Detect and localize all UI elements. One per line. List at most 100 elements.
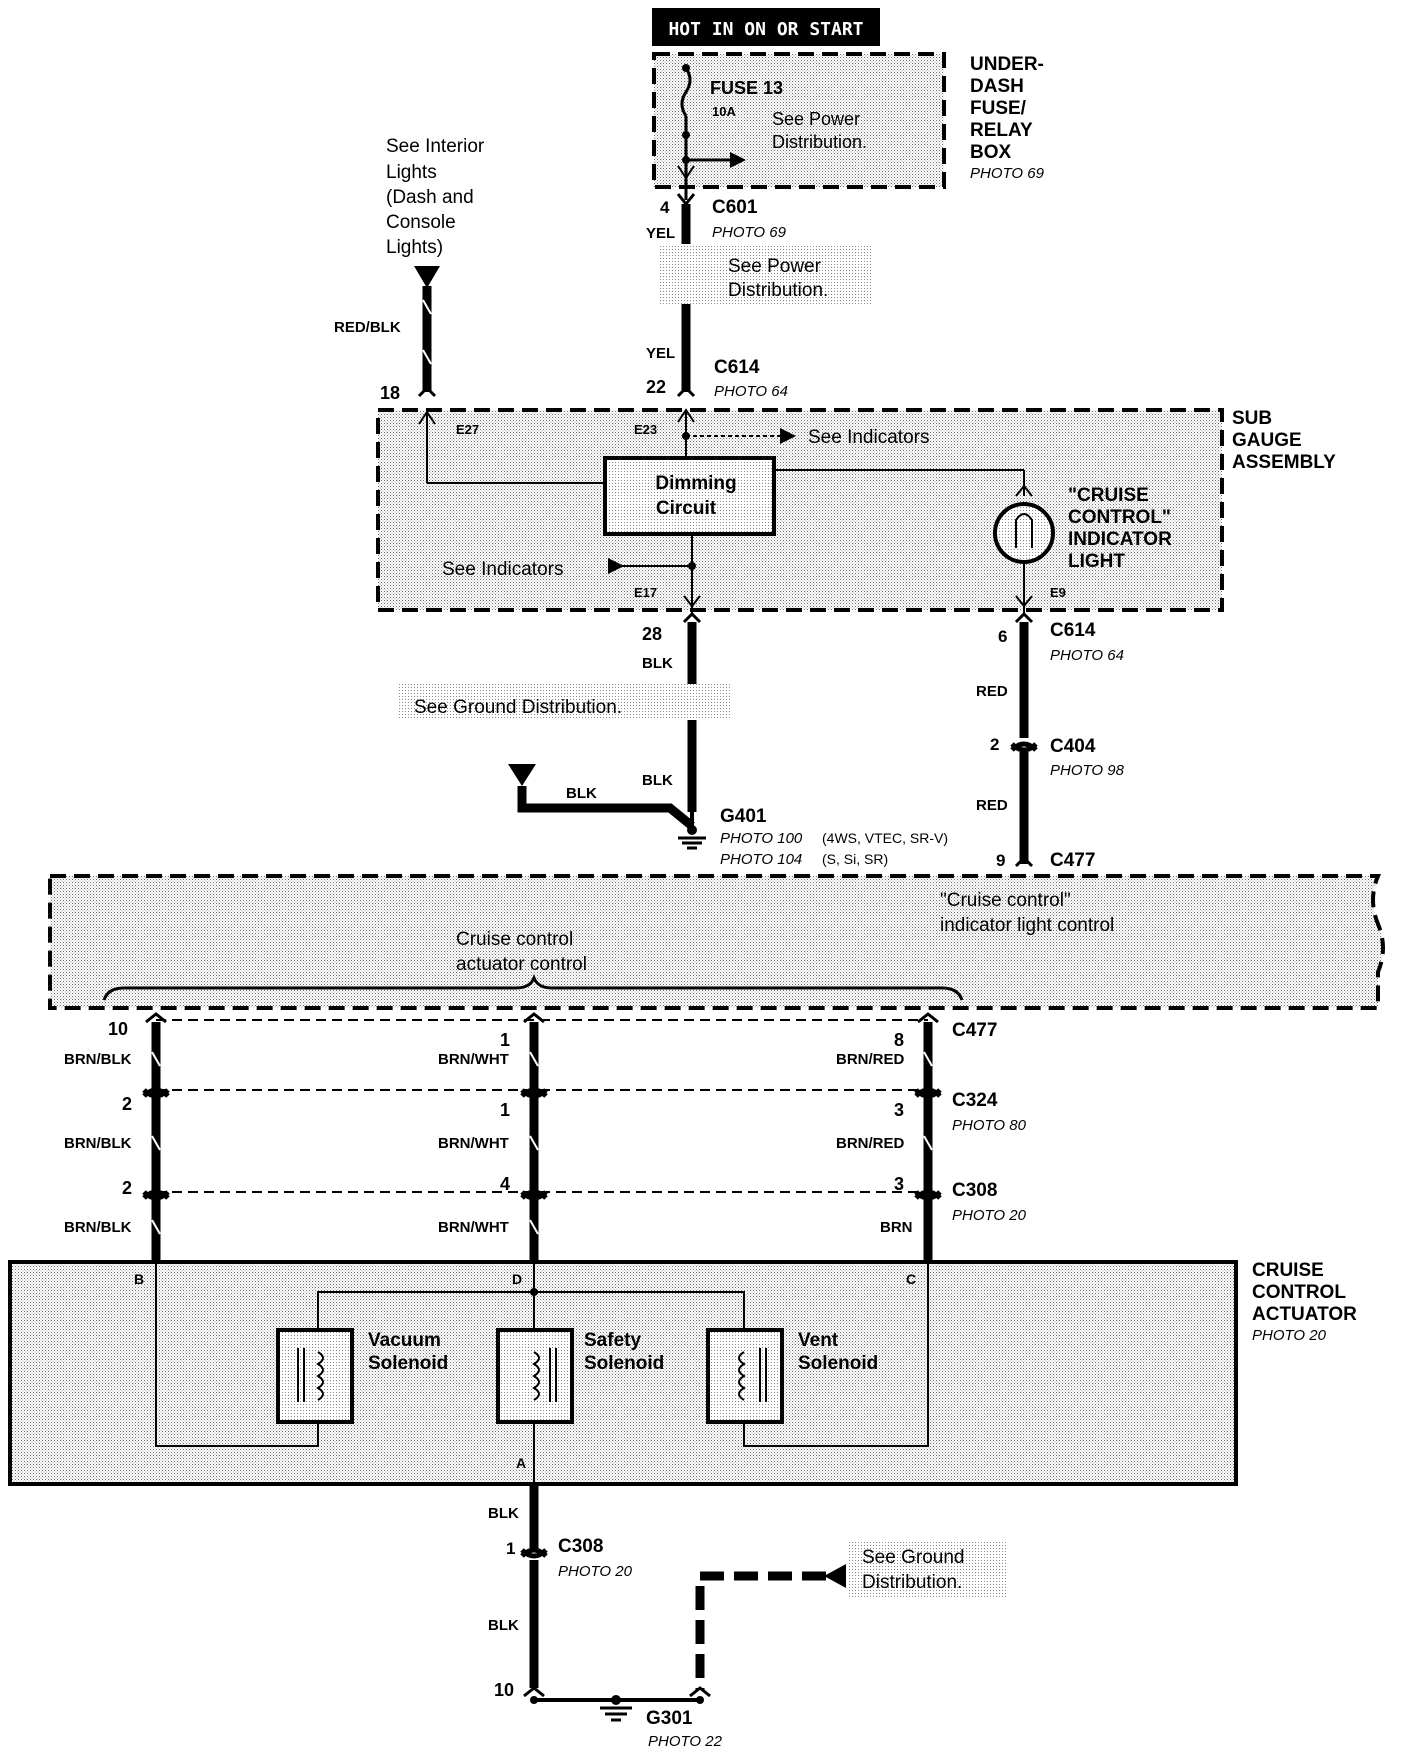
power-note-line-1: See Power (728, 256, 822, 277)
c601-wire-color: YEL (646, 225, 675, 242)
actuator-name-3: ACTUATOR (1252, 1304, 1357, 1325)
fuse-rating: 10A (712, 104, 736, 119)
term-c: C (906, 1271, 916, 1287)
left-wire-1: BRN/BLK (64, 1051, 132, 1068)
bottom-c308-label: C308 (558, 1536, 603, 1557)
bottom-ground-note-2: Distribution. (862, 1572, 962, 1593)
see-indicators-left: See Indicators (442, 559, 563, 580)
fuse-note-line-1: See Power (772, 109, 860, 129)
sub-gauge-assembly: SUB GAUGE ASSEMBLY See Indicators E27 E2… (376, 408, 1336, 616)
interior-lights-line-3: (Dash and (386, 187, 474, 208)
left-pin-c324: 2 (122, 1094, 132, 1114)
fuse-box-photo: PHOTO 69 (970, 165, 1045, 182)
right-c614-label: C614 (1050, 620, 1096, 641)
right-wire-1-lower: BRN/RED (836, 1051, 905, 1068)
actuator-name-2: CONTROL (1252, 1282, 1346, 1303)
mid-wire-3: BRN/WHT (438, 1219, 509, 1236)
indicator-control-line-1: "Cruise control" (940, 890, 1071, 911)
vent-line-1: Vent (798, 1330, 839, 1351)
light-line-4: LIGHT (1068, 551, 1125, 572)
bottom-wire-1: BLK (488, 1505, 519, 1522)
hot-in-on-or-start-label: HOT IN ON OR START (652, 8, 880, 46)
c404-label: C404 (1050, 736, 1096, 757)
light-line-3: INDICATOR (1068, 529, 1172, 550)
indicator-control-line-2: indicator light control (940, 915, 1114, 936)
sub-gauge-name-1: SUB (1232, 408, 1272, 429)
g401-pin-28: 28 (642, 624, 662, 644)
safety-line-1: Safety (584, 1330, 641, 1351)
safety-coil-icon (532, 1351, 540, 1401)
c614-pin-18: 18 (380, 383, 400, 403)
under-dash-fuse-box: FUSE 13 10A See Power Distribution. UNDE… (652, 52, 1045, 200)
fuse-box-name-4: RELAY (970, 120, 1033, 141)
indicator-bulb-icon (993, 502, 1055, 564)
actuator-control-brace (102, 973, 964, 1001)
c477-lower-label: C477 (952, 1020, 997, 1041)
mid-pin-c324: 1 (500, 1100, 510, 1120)
c601-photo: PHOTO 69 (712, 224, 787, 241)
term-b: B (134, 1271, 144, 1287)
sub-gauge-name-2: GAUGE (1232, 430, 1302, 451)
interior-lights-reference: See Interior Lights (Dash and Console Li… (334, 136, 485, 392)
left-wire-3: BRN/BLK (64, 1219, 132, 1236)
g301-photo: PHOTO 22 (648, 1733, 723, 1750)
ground-g301-branch: BLK 1 C308 PHOTO 20 BLK 10 See Ground Di… (488, 1484, 1006, 1750)
fuse-13-label: FUSE 13 (710, 78, 783, 98)
term-a: A (516, 1455, 526, 1471)
power-arrow-icon (730, 152, 746, 168)
vent-coil-icon (738, 1351, 746, 1401)
vacuum-line-1: Vacuum (368, 1330, 441, 1351)
g401-label: G401 (720, 806, 767, 827)
actuator-control-line-1: Cruise control (456, 929, 573, 950)
mid-pin-c477: 1 (500, 1030, 510, 1050)
g301-label: G301 (646, 1708, 693, 1729)
lower-harness: 10 2 2 BRN/BLK BRN/BLK BRN/BLK 1 1 4 BRN… (64, 1012, 1027, 1260)
c477-top-label: C477 (1050, 850, 1095, 871)
mid-wire-2: BRN/WHT (438, 1135, 509, 1152)
g401-wire-1: BLK (642, 655, 673, 672)
sub-gauge-name-3: ASSEMBLY (1232, 452, 1336, 473)
interior-lights-line-2: Lights (386, 162, 437, 183)
power-note-line-2: Distribution. (728, 280, 828, 301)
fuse-box-name-1: UNDER- (970, 54, 1044, 75)
g401-photo-2-note: (S, Si, SR) (822, 851, 888, 867)
right-c614-pin: 6 (998, 627, 1007, 646)
g401-wire-3: BLK (566, 785, 597, 802)
g401-branch-arrow-icon (508, 764, 536, 786)
right-pin-c477: 8 (894, 1030, 904, 1050)
g401-photo-1-note: (4WS, VTEC, SR-V) (822, 830, 948, 846)
interior-lights-line-4: Console (386, 212, 456, 233)
see-indicators-right: See Indicators (808, 427, 929, 448)
fuse-13-symbol (680, 67, 692, 117)
vent-line-2: Solenoid (798, 1353, 878, 1374)
c404-pin: 2 (990, 735, 999, 754)
c324-photo: PHOTO 80 (952, 1117, 1027, 1134)
term-e17: E17 (634, 585, 657, 600)
right-wire-3-lower: BRN (880, 1219, 913, 1236)
safety-solenoid: Safety Solenoid (496, 1328, 664, 1424)
indicator-light-red-wire: 6 C614 PHOTO 64 RED 2 C404 PHOTO 98 RED … (976, 611, 1125, 871)
dimming-line-1: Dimming (655, 473, 736, 494)
g401-wire-2: BLK (642, 772, 673, 789)
vacuum-coil-icon (316, 1351, 324, 1401)
term-e9: E9 (1050, 585, 1066, 600)
cruise-control-actuator: CRUISE CONTROL ACTUATOR PHOTO 20 B D C A… (8, 1260, 1357, 1510)
c601-pin: 4 (660, 198, 670, 217)
ground-g401-branch: 28 BLK See Ground Distribution. BLK BLK … (398, 611, 948, 868)
term-e23: E23 (634, 422, 657, 437)
right-c614-photo: PHOTO 64 (1050, 647, 1124, 664)
bottom-wire-2: BLK (488, 1617, 519, 1634)
bottom-c308-pin: 1 (506, 1539, 515, 1558)
red-blk-wire-label: RED/BLK (334, 319, 401, 336)
see-indicators-left-arrow-icon (608, 558, 624, 574)
c614-top-photo: PHOTO 64 (714, 383, 788, 400)
interior-lights-line-5: Lights) (386, 237, 443, 258)
right-pin-c308: 3 (894, 1174, 904, 1194)
c308-lower-label: C308 (952, 1180, 997, 1201)
c324-label: C324 (952, 1090, 998, 1111)
fuse-note-line-2: Distribution. (772, 132, 867, 152)
c404-photo: PHOTO 98 (1050, 762, 1125, 779)
bottom-c308-photo: PHOTO 20 (558, 1563, 633, 1580)
light-line-1: "CRUISE (1068, 485, 1149, 506)
